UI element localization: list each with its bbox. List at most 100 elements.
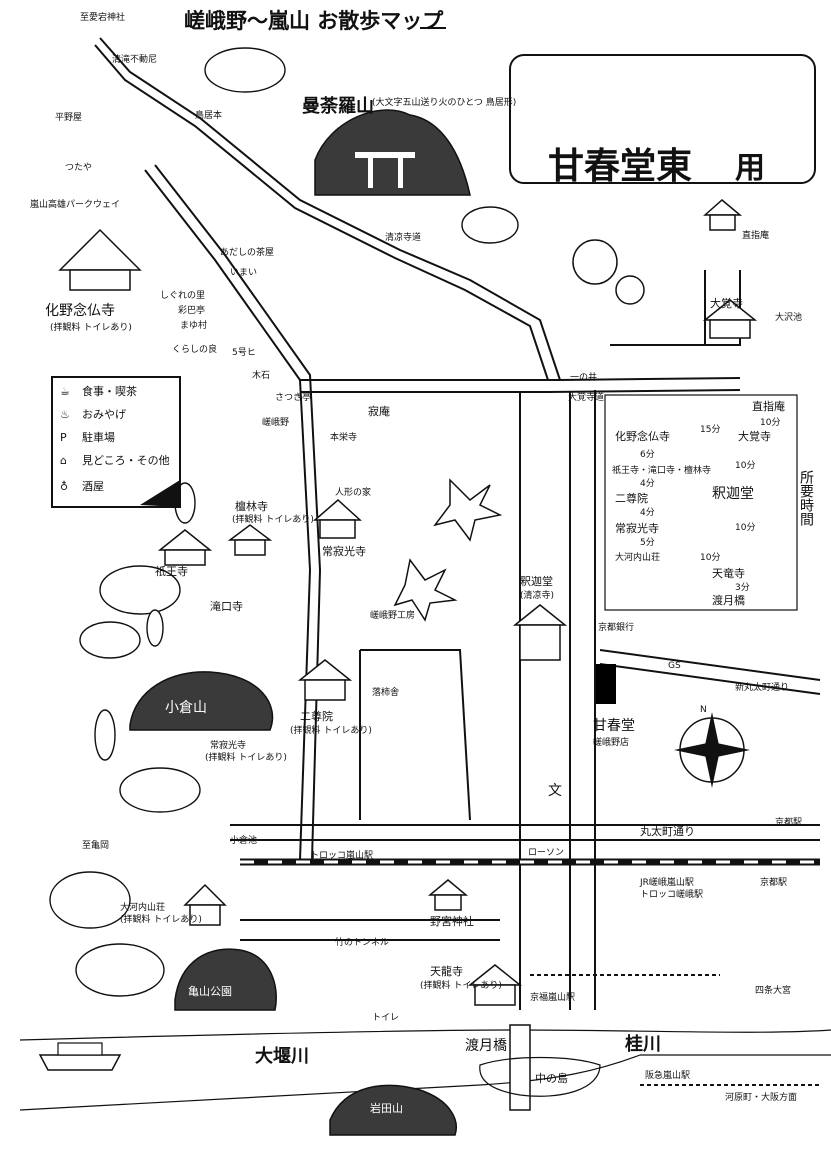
maple-leaf-icon-2 (393, 558, 458, 622)
label-iwatayama: 岩田山 (370, 1101, 403, 1115)
label-adashino-sub: (拝観料 トイレあり) (50, 321, 132, 333)
label-shijo: 四条大宮 (755, 984, 791, 996)
sakura-icon (572, 239, 618, 285)
label-parkway: 嵐山高雄パークウェイ (30, 198, 120, 210)
temple-danrinji (227, 524, 273, 556)
legend-symbol-0: ☕ (60, 385, 70, 398)
mountain-kameyama (174, 948, 277, 1011)
label-kyoto-bank: 京都銀行 (598, 621, 634, 633)
label-jokouji: 常寂光寺 (322, 544, 366, 558)
label-shinmaru: 新丸太町通り (735, 681, 789, 693)
legend-label-1: おみやげ (82, 408, 126, 421)
tc-time-0: 10分 (760, 417, 780, 428)
label-nisonin-sub: (拝観料 トイレあり) (290, 724, 372, 736)
tc-jokouji: 常寂光寺 (615, 521, 659, 535)
legend-label-2: 駐車場 (82, 430, 115, 444)
road-ogura (360, 649, 471, 821)
tc-jikishian: 直指庵 (752, 399, 785, 413)
label-tsutaya: つたや (65, 162, 92, 173)
label-osawa: 大沢池 (775, 311, 802, 323)
label-katsura: 桂川 (624, 1033, 661, 1055)
temple-okochi (183, 883, 227, 926)
bush-3 (99, 565, 181, 615)
shop-name: 甘春堂東 (548, 146, 692, 187)
bush-5 (119, 767, 201, 813)
mountain-ogura (129, 671, 274, 731)
label-daikakuji-road: 大覚寺道 (568, 391, 604, 403)
legend-symbol-4: ♁ (60, 480, 68, 493)
label-matsuba: 平野屋 (55, 112, 82, 123)
road-jikishian (610, 270, 741, 346)
tc-time-3: 10分 (735, 460, 755, 471)
label-torokko-saga: トロッコ嵯峨駅 (640, 888, 703, 900)
sakura-icon-2 (615, 275, 645, 305)
label-jr: JR嵯峨嵐山駅 (639, 876, 694, 888)
label-hankyu: 阪急嵐山駅 (645, 1069, 690, 1081)
label-sagano-kobo: 嵯峨野工房 (370, 609, 415, 621)
shop-label: 甘春堂 (593, 718, 635, 734)
bush-2 (461, 206, 519, 244)
torii-leg-l (368, 158, 373, 188)
label-rakushisha: 落柿舎 (372, 686, 399, 698)
temple-adashino (58, 228, 142, 291)
label-toilet: トイレ (372, 1013, 399, 1023)
label-torokko-arashiyama: トロッコ嵐山駅 (310, 850, 373, 861)
shop-box (509, 54, 816, 184)
label-atago: 至愛宕神社 (80, 11, 125, 23)
shop-name-tail: 用 (735, 151, 765, 186)
label-ninjin: 人形の家 (335, 486, 371, 498)
label-adashino: 化野念仏寺 (45, 302, 115, 319)
label-jojakko: 常寂光寺 (210, 739, 246, 751)
temple-shakado (512, 604, 568, 661)
bush-4 (79, 621, 141, 659)
shop-sub: 嵯峨野店 (593, 736, 629, 748)
label-saiha: 彩巴亭 (178, 304, 205, 316)
torii-leg-r (398, 158, 403, 188)
togetsukyo-bridge (509, 1024, 531, 1111)
label-ichinoi: 一の井 (570, 371, 597, 383)
label-togetsukyo: 渡月橋 (465, 1038, 507, 1054)
time-chart-box (604, 394, 798, 611)
legend-symbol-3: ⌂ (60, 454, 67, 467)
tree-3 (94, 709, 116, 761)
label-hankyu-to: 河原町・大阪方面 (725, 1091, 797, 1103)
road-atago-inner (94, 44, 549, 381)
tc-nisonin: 二尊院 (615, 491, 648, 505)
tc-time-7: 5分 (640, 537, 655, 548)
tc-time-5: 4分 (640, 507, 655, 518)
label-jikishian: 直指庵 (742, 229, 769, 241)
legend-symbol-1: ♨ (60, 408, 70, 421)
label-seiryoji-road: 清凉寺道 (385, 231, 421, 243)
road-shinmaru-2 (599, 663, 821, 695)
tc-time-9: 3分 (735, 582, 750, 593)
label-imai: いまい (230, 267, 257, 278)
label-shakado-sub: (清凉寺) (520, 589, 554, 601)
label-kiishi: 木石 (252, 369, 270, 381)
label-mandara: 曼荼羅山 (302, 95, 374, 117)
tc-time-1: 15分 (700, 424, 720, 435)
label-mandara-note: (大文字五山送り火のひとつ 鳥居形) (372, 96, 516, 108)
label-danrinji: 檀林寺 (235, 499, 268, 513)
tree-2 (146, 609, 164, 647)
label-okochi: 大河内山荘 (120, 901, 165, 913)
river-bank-n (19, 1029, 831, 1041)
label-lawson: ローソン (528, 848, 564, 858)
tc-gioji: 祇王寺・滝口寺・檀林寺 (612, 464, 711, 476)
legend-symbol-2: P (60, 431, 67, 444)
bush-6 (49, 871, 131, 929)
boat-icon (38, 1042, 122, 1071)
temple-nisonin (297, 659, 353, 701)
tc-daikakuji: 大覚寺 (738, 429, 771, 443)
shop-marker (596, 664, 616, 704)
torii-top (355, 152, 415, 158)
tc-time-8: 10分 (700, 552, 720, 563)
label-tenryuji-sub: (拝観料 トイレあり) (420, 979, 502, 991)
label-bamboo: 竹のトンネル (335, 936, 389, 948)
temple-daikakuji (702, 299, 758, 339)
label-jakuan: 寂庵 (368, 404, 390, 418)
label-gioji: 祇王寺 (155, 565, 188, 578)
legend-corner (140, 480, 180, 507)
label-okochi-sub: (拝観料 トイレあり) (120, 913, 202, 925)
label-gojou: 5号ヒ (232, 347, 256, 358)
